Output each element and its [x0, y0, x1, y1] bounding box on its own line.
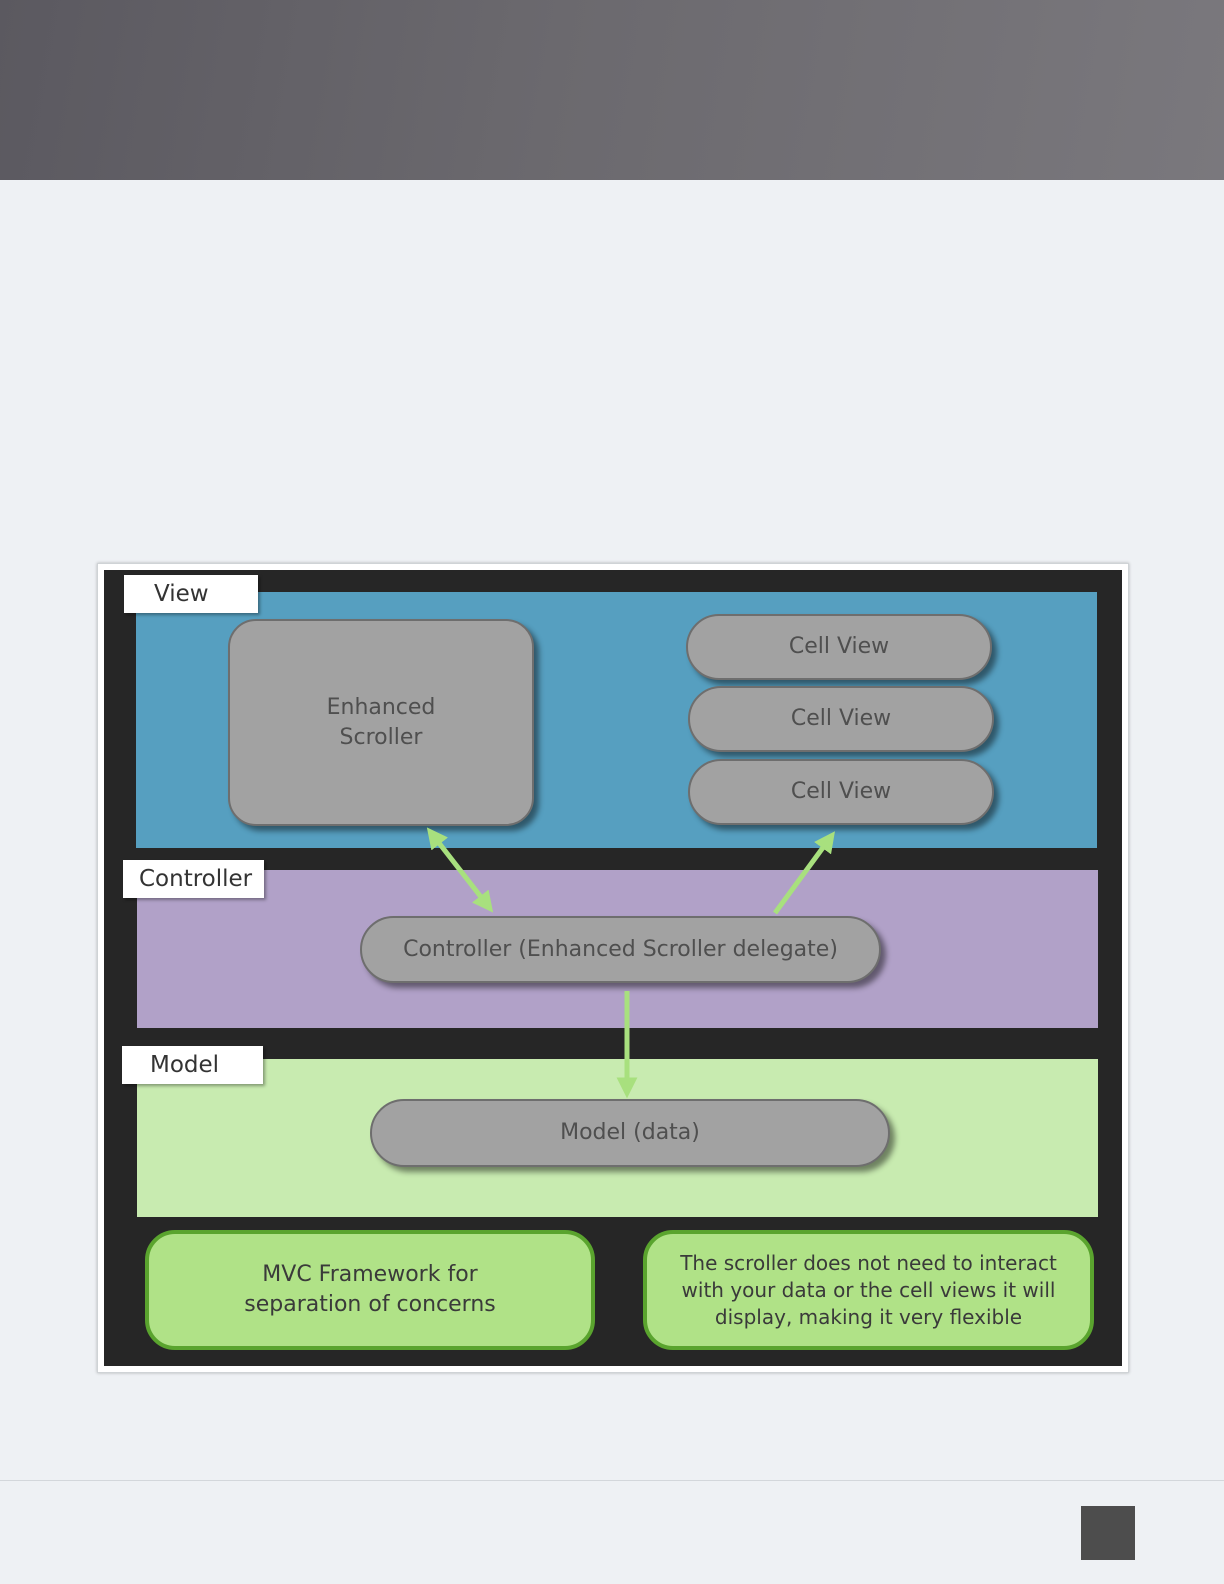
page-number-box [1081, 1506, 1135, 1560]
cell-view-node: Cell View [688, 759, 994, 825]
footer-divider [0, 1480, 1224, 1481]
model-node: Model (data) [370, 1099, 890, 1167]
flexibility-note: The scroller does not need to interact w… [643, 1230, 1094, 1350]
model-layer-label: Model [122, 1046, 263, 1084]
header-band [0, 0, 1224, 180]
controller-layer-label: Controller [123, 860, 264, 898]
enhanced-scroller-node: Enhanced Scroller [228, 619, 534, 826]
mvc-note: MVC Framework for separation of concerns [145, 1230, 595, 1350]
view-layer-label: View [124, 575, 258, 613]
cell-view-node: Cell View [688, 686, 994, 752]
cell-view-node: Cell View [686, 614, 992, 680]
controller-node: Controller (Enhanced Scroller delegate) [360, 916, 881, 983]
